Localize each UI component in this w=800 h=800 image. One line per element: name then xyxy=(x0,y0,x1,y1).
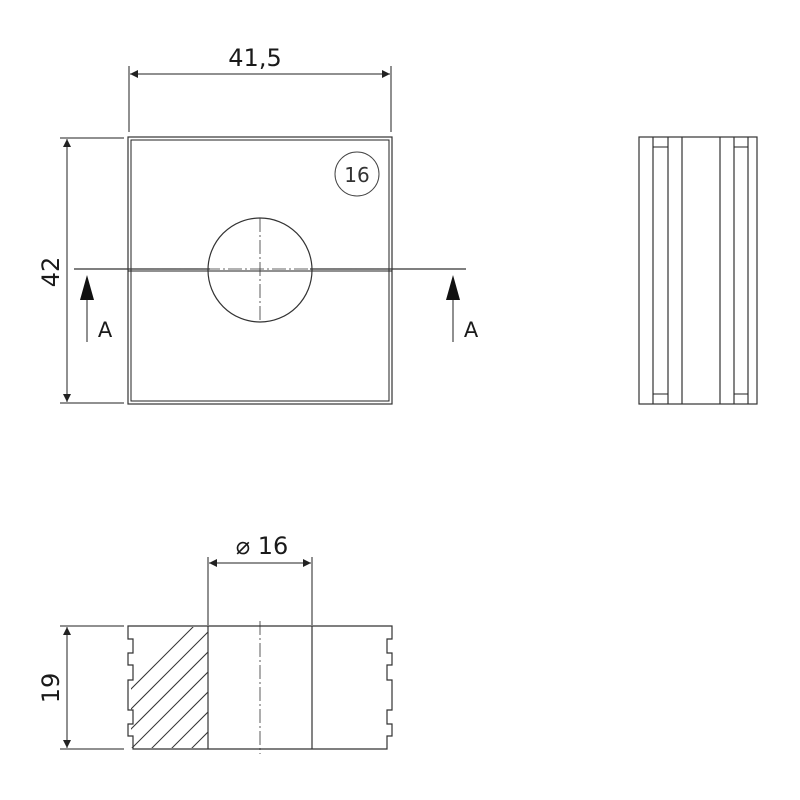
width-dimension-label: 41,5 xyxy=(228,44,281,72)
side-outline xyxy=(638,136,758,405)
front-view: 41,5 42 16 A A xyxy=(37,44,479,405)
height-dimension-label: 42 xyxy=(37,257,65,288)
diameter-dimension-label: ⌀ 16 xyxy=(236,532,289,560)
size-badge-label: 16 xyxy=(344,163,369,187)
section-label-right: A xyxy=(464,318,479,342)
section-arrow-right-head xyxy=(446,275,460,300)
size-badge-circle xyxy=(334,151,380,197)
side-view xyxy=(638,136,758,405)
section-outline-right xyxy=(312,625,393,750)
section-arrow-left-head xyxy=(80,275,94,300)
section-view: ⌀ 16 19 xyxy=(37,532,393,754)
section-label-left: A xyxy=(98,318,113,342)
section-height-dimension-label: 19 xyxy=(37,673,65,704)
section-outline-left xyxy=(127,625,208,750)
section-hatching xyxy=(131,627,208,748)
